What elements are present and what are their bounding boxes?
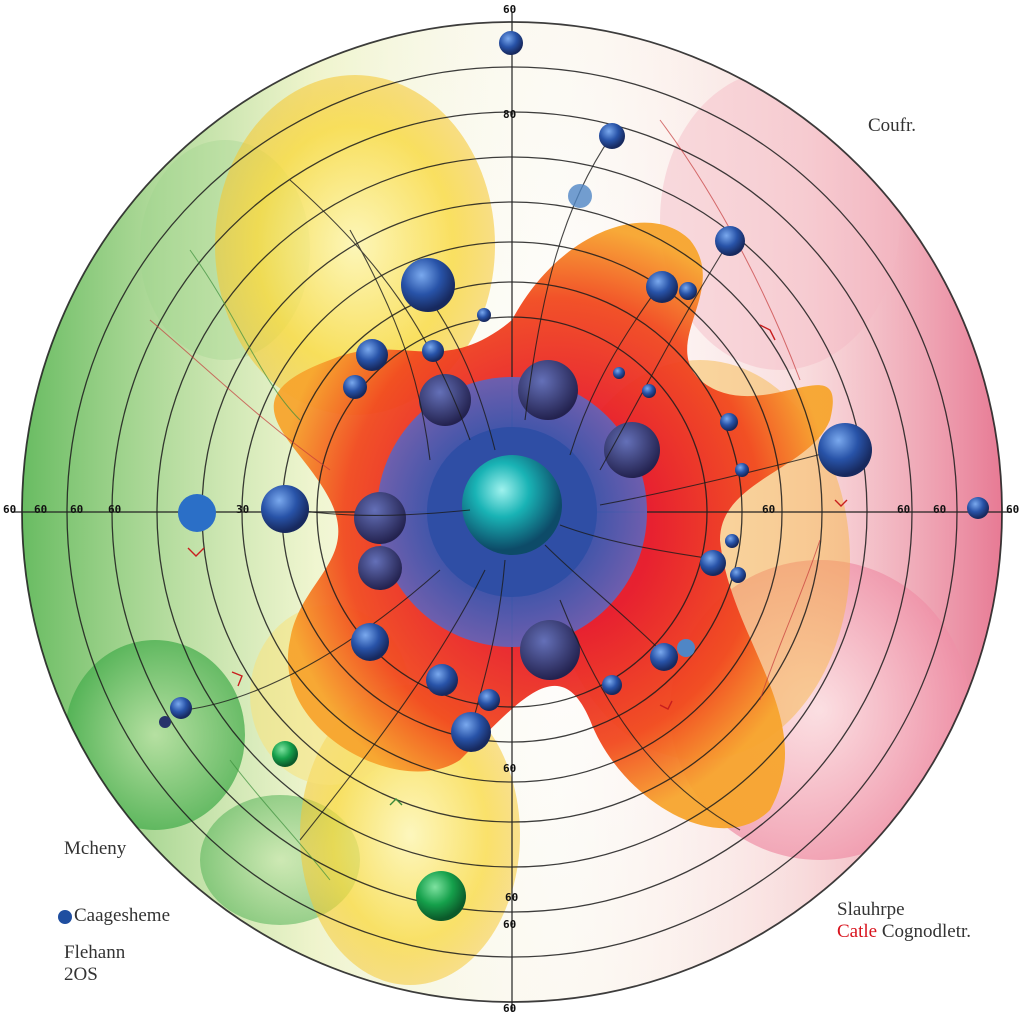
label-top-right: Coufr. bbox=[868, 115, 916, 137]
label-left-4: 2OS bbox=[64, 964, 98, 986]
tick-label: 80 bbox=[503, 108, 516, 121]
node bbox=[677, 639, 695, 657]
node bbox=[343, 375, 367, 399]
node bbox=[602, 675, 622, 695]
node bbox=[967, 497, 989, 519]
label-right-2-rest: Cognodletr. bbox=[882, 921, 971, 942]
tick-label: 60 bbox=[503, 3, 516, 16]
label-left-2: Caagesheme bbox=[74, 905, 170, 926]
node bbox=[478, 689, 500, 711]
tick-label: 60 bbox=[503, 918, 516, 931]
core bbox=[377, 377, 647, 647]
tick-label: 60 bbox=[3, 503, 16, 516]
node bbox=[599, 123, 625, 149]
tick-label: 60 bbox=[108, 503, 121, 516]
node bbox=[159, 716, 171, 728]
node bbox=[499, 31, 523, 55]
node bbox=[170, 697, 192, 719]
node bbox=[422, 340, 444, 362]
node bbox=[568, 184, 592, 208]
node bbox=[700, 550, 726, 576]
tick-label: 60 bbox=[34, 503, 47, 516]
label-right-1: Slauhrpe bbox=[837, 899, 905, 921]
node bbox=[401, 258, 455, 312]
label-right-2-red: Catle bbox=[837, 921, 877, 942]
node bbox=[725, 534, 739, 548]
tick-label: 60 bbox=[1006, 503, 1019, 516]
node bbox=[715, 226, 745, 256]
node bbox=[351, 623, 389, 661]
blue-circle-icon bbox=[58, 910, 72, 924]
node bbox=[477, 308, 491, 322]
tick-label: 60 bbox=[933, 503, 946, 516]
tick-label: 60 bbox=[762, 503, 775, 516]
tick-label: 60 bbox=[70, 503, 83, 516]
node-green bbox=[416, 871, 466, 921]
node bbox=[818, 423, 872, 477]
pink-region bbox=[660, 70, 900, 370]
nucleus bbox=[462, 455, 562, 555]
node bbox=[720, 413, 738, 431]
node bbox=[730, 567, 746, 583]
node bbox=[642, 384, 656, 398]
node bbox=[426, 664, 458, 696]
node bbox=[679, 282, 697, 300]
tick-label: 60 bbox=[503, 1002, 516, 1015]
node bbox=[735, 463, 749, 477]
green-region bbox=[65, 640, 245, 830]
node bbox=[650, 643, 678, 671]
tick-label: 30 bbox=[236, 503, 249, 516]
legend-row: Caagesheme bbox=[58, 905, 170, 927]
tick-label: 60 bbox=[897, 503, 910, 516]
node bbox=[646, 271, 678, 303]
node bbox=[261, 485, 309, 533]
label-left-3: Flehann bbox=[64, 942, 125, 964]
label-right-2: Catle Cognodletr. bbox=[837, 921, 971, 943]
node bbox=[613, 367, 625, 379]
node bbox=[178, 494, 216, 532]
label-left-1: Mcheny bbox=[64, 838, 126, 860]
node bbox=[356, 339, 388, 371]
tick-label: 60 bbox=[505, 891, 518, 904]
tick-label: 60 bbox=[503, 762, 516, 775]
node-green bbox=[272, 741, 298, 767]
node bbox=[451, 712, 491, 752]
